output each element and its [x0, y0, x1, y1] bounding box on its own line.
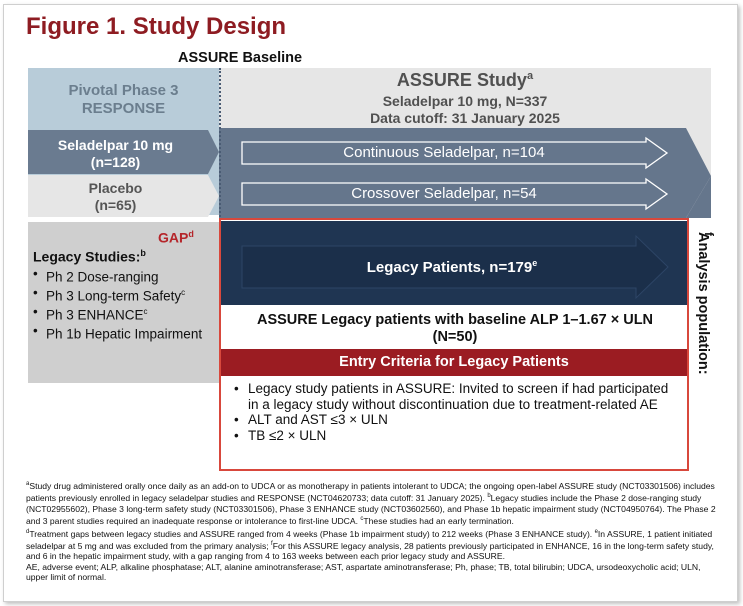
footnote-paragraph: AE, adverse event; ALP, alkaline phospha…	[26, 562, 716, 583]
figure-title: Figure 1. Study Design	[26, 13, 287, 40]
placebo-arm-line1: Placebo	[88, 180, 143, 196]
seladelpar-arm-line2: (n=128)	[90, 154, 141, 170]
pivotal-line2: RESPONSE	[81, 100, 166, 117]
legacy-study-text: Ph 3 ENHANCE	[46, 307, 144, 323]
continuous-seladelpar-arrow	[241, 136, 669, 170]
footnote-text: AE, adverse event; ALP, alkaline phospha…	[26, 561, 701, 583]
legacy-study-item: Ph 3 ENHANCEc	[33, 304, 203, 323]
assure-study-dose: Seladelpar 10 mg, N=337	[382, 93, 548, 109]
footnote-text: Treatment gaps between legacy studies an…	[29, 528, 595, 539]
legacy-patients-arrow	[241, 234, 669, 300]
assure-study-arrow	[219, 128, 711, 218]
legacy-patients-text: Legacy Patients, n=179	[366, 259, 533, 276]
assure-study-title-sup: a	[526, 70, 534, 82]
legacy-studies-title: Legacy Studies:b	[33, 248, 146, 265]
placebo-arm-label: Placebo (n=65)	[28, 180, 203, 214]
baseline-dotted-line	[219, 68, 221, 221]
footnote-paragraph: aStudy drug administered orally once dai…	[26, 479, 716, 527]
assure-baseline-label: ASSURE Baseline	[178, 50, 303, 66]
analysis-population-outline	[219, 218, 689, 471]
footnote-marker: f	[271, 540, 273, 547]
footnote-marker: a	[26, 481, 30, 487]
assure-study-title-text: ASSURE Study	[396, 70, 527, 90]
gap-label-text: GAP	[158, 229, 189, 246]
legacy-study-text: Ph 3 Long-term Safety	[46, 288, 182, 304]
legacy-study-item: Ph 3 Long-term Safetyc	[33, 285, 203, 304]
pivotal-phase3-label: Pivotal Phase 3 RESPONSE	[28, 82, 219, 118]
crossover-seladelpar-label: Crossover Seladelpar, n=54	[351, 185, 537, 202]
entry-criteria-bar	[221, 349, 687, 376]
legacy-studies-title-text: Legacy Studies:	[33, 248, 141, 265]
assure-study-subtitle: Seladelpar 10 mg, N=337 Data cutoff: 31 …	[219, 93, 711, 127]
footnote-marker: e	[594, 528, 598, 535]
entry-criteria-list: Legacy study patients in ASSURE: Invited…	[232, 381, 672, 443]
footnote-text: In ASSURE, 1 patient initiated seladelpa…	[26, 528, 713, 551]
footnote-text: These studies had an early termination.	[363, 516, 514, 527]
legacy-study-sup: c	[181, 288, 186, 297]
entry-criteria-title: Entry Criteria for Legacy Patients	[339, 354, 569, 370]
pivotal-line1: Pivotal Phase 3	[68, 82, 179, 99]
assure-study-title: ASSURE Studya	[219, 70, 711, 91]
legacy-study-item: Ph 1b Hepatic Impairment	[33, 323, 203, 342]
legacy-studies-list: Ph 2 Dose-ranging Ph 3 Long-term Safetyc…	[33, 266, 203, 342]
continuous-seladelpar-label: Continuous Seladelpar, n=104	[343, 144, 545, 161]
legacy-studies-title-sup: b	[140, 248, 146, 258]
gap-label: GAPd	[158, 229, 194, 246]
entry-criteria-item: ALT and AST ≤3 × ULN	[232, 412, 672, 428]
entry-criteria-item: TB ≤2 × ULN	[232, 428, 672, 444]
assure-legacy-line2: (N=50)	[432, 329, 478, 345]
footnote-paragraph: dTreatment gaps between legacy studies a…	[26, 527, 716, 562]
seladelpar-arm-line1: Seladelpar 10 mg	[57, 137, 174, 153]
footnote-text: Study drug administered orally once dail…	[26, 480, 715, 504]
legacy-study-text: Ph 2 Dose-ranging	[46, 269, 159, 285]
footnote-marker: b	[487, 493, 491, 500]
entry-criteria-item: Legacy study patients in ASSURE: Invited…	[232, 381, 672, 412]
placebo-arm-line2: (n=65)	[94, 197, 137, 213]
legacy-study-item: Ph 2 Dose-ranging	[33, 266, 203, 285]
analysis-population-text-main: Analysis population:	[695, 232, 711, 375]
footnote-text: Legacy studies include the Phase 2 dose-…	[26, 493, 716, 527]
analysis-population-label: Analysis population:f	[695, 232, 716, 462]
seladelpar-arm-arrow	[28, 130, 219, 174]
legacy-study-text: Ph 1b Hepatic Impairment	[46, 326, 203, 342]
legacy-patients-label: Legacy Patients, n=179e	[242, 258, 662, 276]
assure-study-cutoff: Data cutoff: 31 January 2025	[370, 110, 560, 126]
analysis-population-sup: f	[701, 232, 716, 237]
legacy-study-sup: c	[143, 307, 148, 316]
gap-label-sup: d	[188, 229, 194, 239]
footnote-marker: d	[26, 528, 30, 535]
seladelpar-arm-label: Seladelpar 10 mg (n=128)	[28, 137, 203, 171]
assure-legacy-heading: ASSURE Legacy patients with baseline ALP…	[221, 312, 689, 346]
legacy-patients-sup: e	[532, 258, 538, 268]
placebo-arm-arrow	[28, 175, 219, 217]
legacy-navy-tip	[686, 176, 711, 218]
analysis-population-text: Analysis population:f	[695, 232, 716, 375]
footnote-text: For this ASSURE legacy analysis, 28 pati…	[26, 540, 714, 562]
assure-legacy-line1: ASSURE Legacy patients with baseline ALP…	[256, 312, 654, 328]
footnote-marker: c	[360, 516, 364, 523]
footnotes: aStudy drug administered orally once dai…	[26, 479, 716, 583]
crossover-seladelpar-arrow	[241, 177, 669, 211]
